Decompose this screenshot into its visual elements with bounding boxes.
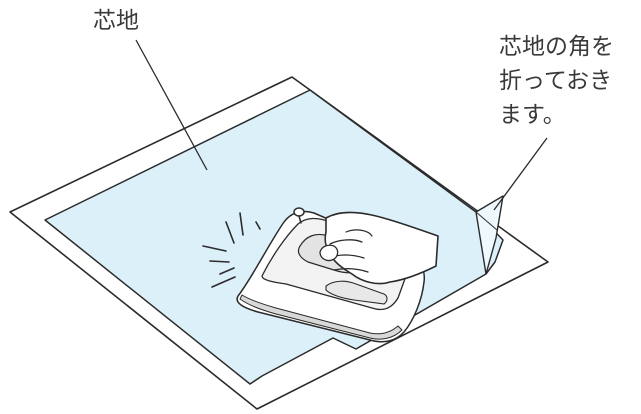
fold-leader-line [493, 137, 548, 211]
interfacing-label: 芯地 [93, 8, 139, 34]
fold-corner-note-line-2: 折っておき [499, 68, 613, 94]
interfacing-leader-line [135, 39, 208, 171]
hand-icon [319, 211, 439, 285]
pressing-motion-lines [202, 212, 261, 288]
fold-corner-note-line-3: ます。 [499, 102, 566, 128]
fold-corner-note: 芯地の角を 折っておき ます。 [499, 30, 614, 132]
folded-corner-crease [475, 211, 498, 231]
fold-corner-note-line-1: 芯地の角を [499, 34, 614, 60]
folded-corner [475, 195, 504, 275]
